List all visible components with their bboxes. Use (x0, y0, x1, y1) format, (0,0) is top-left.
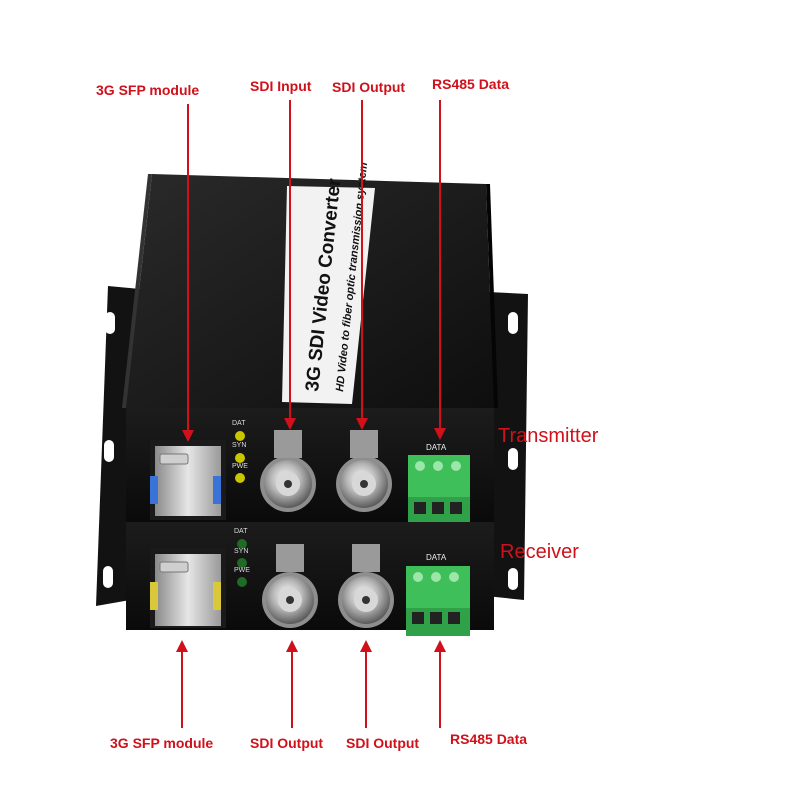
led-label-pwe-rx: PWE (234, 567, 250, 574)
callout-arrows-bottom (176, 640, 446, 728)
led-label-syn: SYN (232, 442, 246, 449)
led-label-pwe: PWE (232, 463, 248, 470)
callout-top-rs485: RS485 Data (432, 76, 510, 92)
led-label-dat: DAT (232, 420, 246, 427)
receiver-label: Receiver (500, 541, 579, 563)
callout-bottom-sdi-output-2: SDI Output (346, 735, 420, 751)
receiver-front-panel: DAT SYN PWE DATA (126, 522, 494, 636)
callout-top-sfp: 3G SFP module (96, 82, 200, 98)
led-label-dat-rx: DAT (234, 528, 248, 535)
callout-bottom-sdi-output-1: SDI Output (250, 735, 324, 751)
led-label-syn-rx: SYN (234, 548, 248, 555)
callout-top-sdi-input: SDI Input (250, 78, 312, 94)
transmitter-front-panel: DAT SYN PWE DATA (126, 408, 494, 525)
terminal-label-top: DATA (426, 443, 447, 452)
callout-bottom-rs485: RS485 Data (450, 731, 528, 747)
transmitter-label: Transmitter (498, 425, 599, 447)
callout-top-sdi-output: SDI Output (332, 79, 406, 95)
transmitter-top-face: 3G SDI Video Converter HD Video to fiber… (122, 161, 498, 408)
callout-bottom-sfp: 3G SFP module (110, 735, 214, 751)
callout-arrows-top (182, 100, 446, 442)
terminal-label-bottom: DATA (426, 553, 447, 562)
